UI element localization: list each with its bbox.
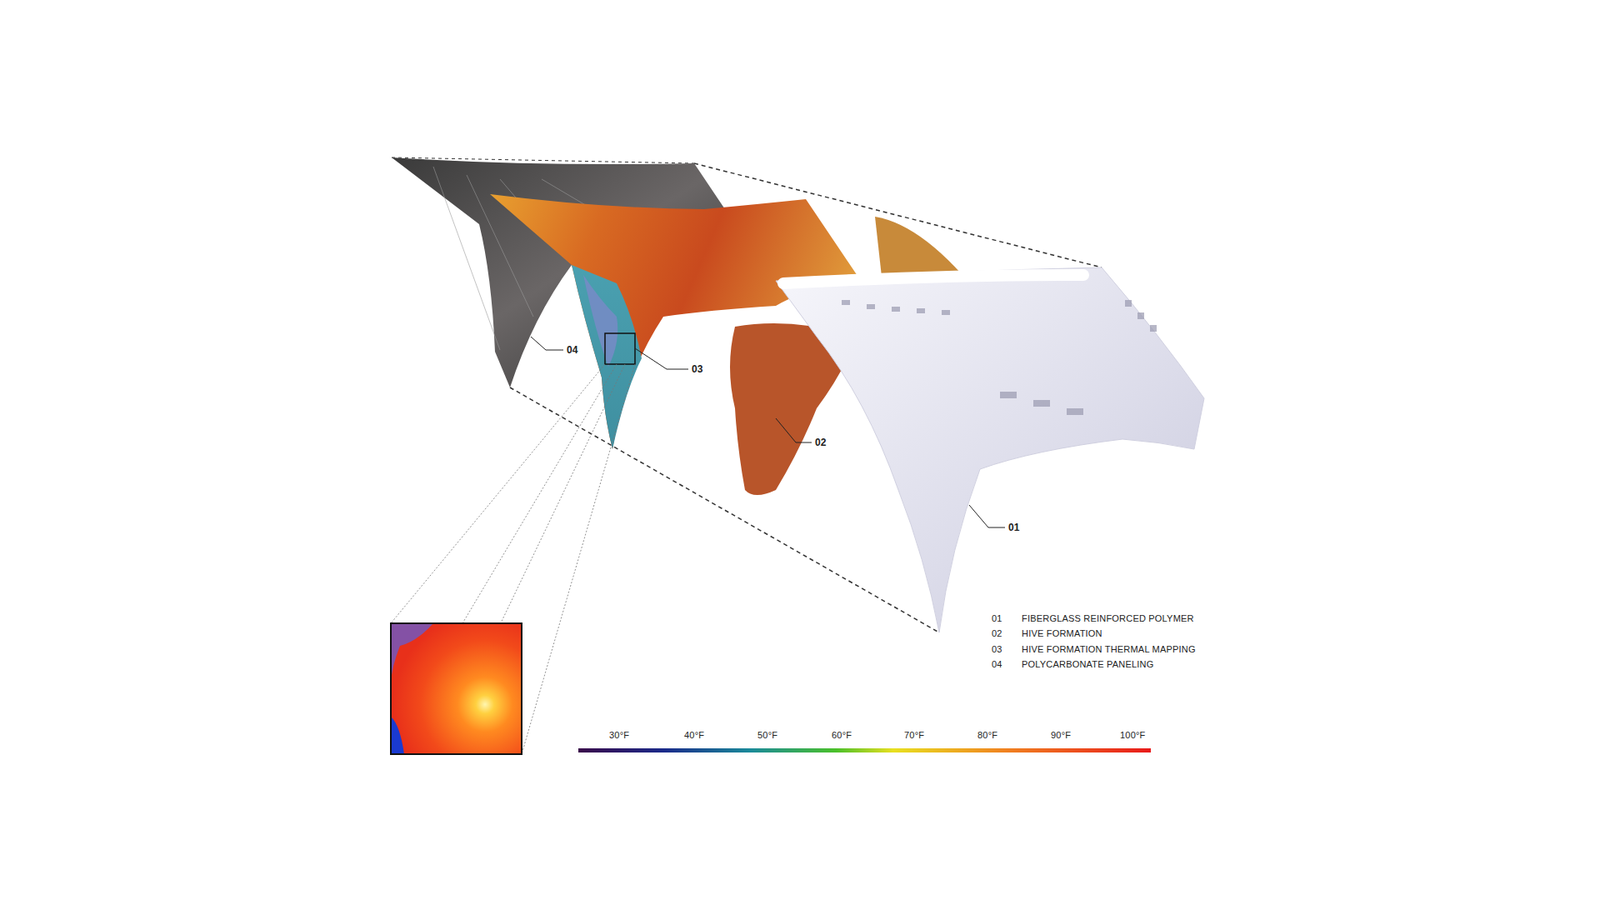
legend-text: HIVE FORMATION THERMAL MAPPING: [1021, 645, 1196, 655]
scale-tick: 70°F: [904, 730, 925, 740]
scale-tick: 30°F: [609, 730, 630, 740]
legend-text: FIBERGLASS REINFORCED POLYMER: [1021, 614, 1195, 624]
legend-number: 02: [991, 629, 1003, 639]
legend-number: 04: [991, 660, 1003, 670]
scale-tick: 80°F: [977, 730, 998, 740]
callout-number: 03: [691, 364, 704, 375]
legend-number: 03: [991, 645, 1003, 655]
callout-number: 02: [815, 437, 827, 448]
scale-tick: 40°F: [684, 730, 705, 740]
legend-text: HIVE FORMATION: [1021, 629, 1103, 639]
callout-number: 01: [1008, 522, 1020, 533]
scale-tick: 100°F: [1120, 730, 1145, 740]
legend-number: 01: [991, 614, 1003, 624]
scale-tick: 90°F: [1050, 730, 1071, 740]
scale-tick: 60°F: [831, 730, 852, 740]
legend-text: POLYCARBONATE PANELING: [1021, 660, 1154, 670]
callout-number: 04: [566, 345, 579, 355]
scale-tick: 50°F: [757, 730, 778, 740]
